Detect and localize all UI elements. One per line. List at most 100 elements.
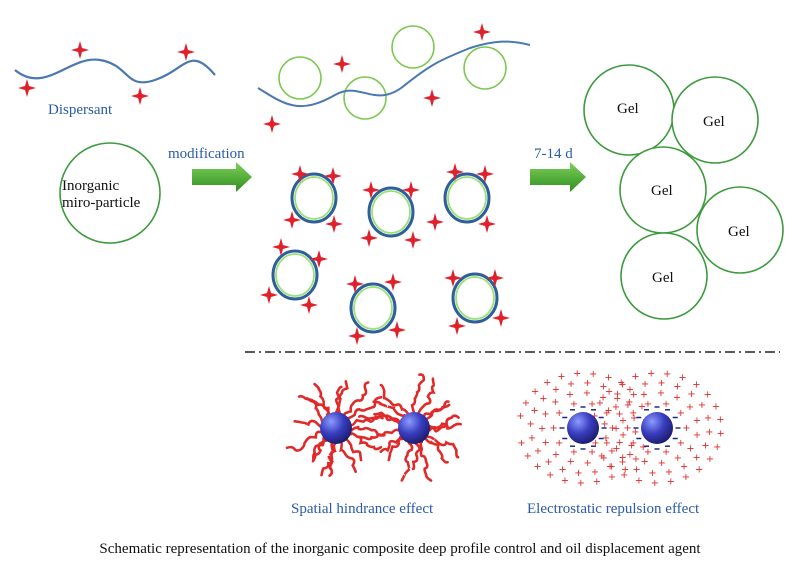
polymer-chain [410, 373, 426, 414]
plus-charge-icon: + [543, 378, 551, 389]
plus-charge-icon: + [604, 406, 612, 417]
plus-charge-icon: + [624, 400, 632, 411]
polymer-chain [293, 419, 322, 428]
plus-charge-icon: + [583, 388, 591, 399]
plus-charge-icon: + [612, 423, 620, 434]
plus-charge-icon: + [524, 451, 532, 462]
polymer-chain [411, 442, 422, 471]
plus-charge-icon: + [640, 390, 648, 401]
plus-charge-icon: + [528, 433, 536, 444]
plus-charge-icon: + [618, 457, 626, 468]
plus-charge-icon: + [674, 453, 682, 464]
plus-charge-icon: + [570, 399, 578, 410]
plus-charge-icon: + [616, 438, 624, 449]
plus-charge-icon: + [527, 419, 535, 430]
plus-charge-icon: + [687, 389, 695, 400]
plus-charge-icon: + [546, 470, 554, 481]
plus-charge-icon: + [716, 415, 724, 426]
plus-charge-icon: + [663, 369, 671, 380]
plus-charge-icon: + [630, 390, 638, 401]
gel-cluster: Gel Gel Gel Gel Gel [583, 64, 784, 320]
plus-charge-icon: + [599, 392, 607, 403]
modified-particle [360, 181, 422, 249]
plus-charge-icon: + [677, 438, 685, 449]
gel-label: Gel [703, 114, 725, 130]
plus-charge-icon: + [612, 402, 620, 413]
polymer-chain [339, 441, 357, 473]
plus-charge-icon: + [662, 447, 670, 458]
star-icon [473, 23, 491, 41]
plus-charge-icon: + [626, 449, 634, 460]
plus-charge-icon: + [713, 442, 721, 453]
gel-label: Gel [651, 183, 673, 199]
plus-charge-icon: + [619, 453, 627, 464]
polymer-chain [343, 381, 370, 416]
plus-charge-icon: + [648, 468, 656, 479]
plus-charge-icon: + [584, 458, 592, 469]
polymer-chain [379, 383, 409, 415]
figure-caption: Schematic representation of the inorgani… [99, 541, 701, 557]
plus-charge-icon: + [574, 468, 582, 479]
plus-charge-icon: + [644, 447, 652, 458]
plus-charge-icon: + [608, 423, 616, 434]
polymer-chain [350, 415, 384, 427]
dispersant-molecule [14, 41, 216, 105]
plus-charge-icon: + [617, 378, 625, 389]
plus-charge-icon: + [599, 382, 607, 393]
plus-charge-icon: + [588, 447, 596, 458]
star-icon [263, 115, 281, 133]
plus-charge-icon: + [603, 408, 611, 419]
polymer-chain [356, 428, 400, 441]
plus-charge-icon: + [641, 379, 649, 390]
plus-charge-icon: + [539, 394, 547, 405]
polymer-chain [379, 437, 404, 453]
plus-charge-icon: + [677, 408, 685, 419]
polymer-chain [347, 396, 383, 420]
polymer-chain [313, 382, 330, 417]
plus-charge-icon: + [629, 408, 637, 419]
plus-charge-icon: + [591, 438, 599, 449]
plus-charge-icon: + [561, 476, 569, 487]
modification-label: modification [168, 146, 245, 162]
plus-charge-icon: + [673, 382, 681, 393]
plus-charge-icon: + [712, 401, 720, 412]
modified-particle [444, 269, 510, 335]
polymer-chain [327, 442, 335, 477]
plus-charge-icon: + [639, 442, 647, 453]
plus-charge-icon: + [593, 477, 601, 488]
plus-charge-icon: + [530, 406, 538, 417]
plus-charge-icon: + [678, 373, 686, 384]
electrostatic-repulsion-illustration: ++++++++++++++++++++++++++++++++++++++++… [516, 368, 725, 489]
plus-charge-icon: + [541, 409, 549, 420]
plus-charge-icon: + [583, 378, 591, 389]
time-label: 7-14 d [534, 146, 573, 162]
star-icon [131, 87, 149, 105]
plus-charge-icon: + [533, 462, 541, 473]
plus-charge-icon: + [516, 411, 524, 422]
plus-charge-icon: + [698, 400, 706, 411]
plus-charge-icon: + [619, 415, 627, 426]
plus-charge-icon: + [623, 423, 631, 434]
plus-charge-icon: + [567, 457, 575, 468]
plus-charge-icon: + [613, 389, 621, 400]
plus-charge-icon: + [606, 462, 614, 473]
plus-charge-icon: + [620, 470, 628, 481]
spatial-hindrance-label: Spatial hindrance effect [291, 501, 434, 517]
plus-charge-icon: + [647, 368, 655, 379]
plus-charge-icon: + [534, 446, 542, 457]
plus-charge-icon: + [644, 399, 652, 410]
polymer-chain [400, 441, 414, 482]
plus-charge-icon: + [641, 457, 649, 468]
modification-arrow-icon [192, 162, 252, 192]
plus-charge-icon: + [626, 385, 634, 396]
polymer-chain [419, 440, 433, 482]
plus-charge-icon: + [604, 373, 612, 384]
plus-charge-icon: + [630, 413, 638, 424]
plus-charge-icon: + [629, 438, 637, 449]
plus-charge-icon: + [607, 462, 615, 473]
gel-label: Gel [617, 101, 639, 117]
plus-charge-icon: + [680, 462, 688, 473]
polymer-chain [428, 414, 460, 433]
plus-charge-icon: + [693, 415, 701, 426]
plus-charge-icon: + [577, 478, 585, 489]
